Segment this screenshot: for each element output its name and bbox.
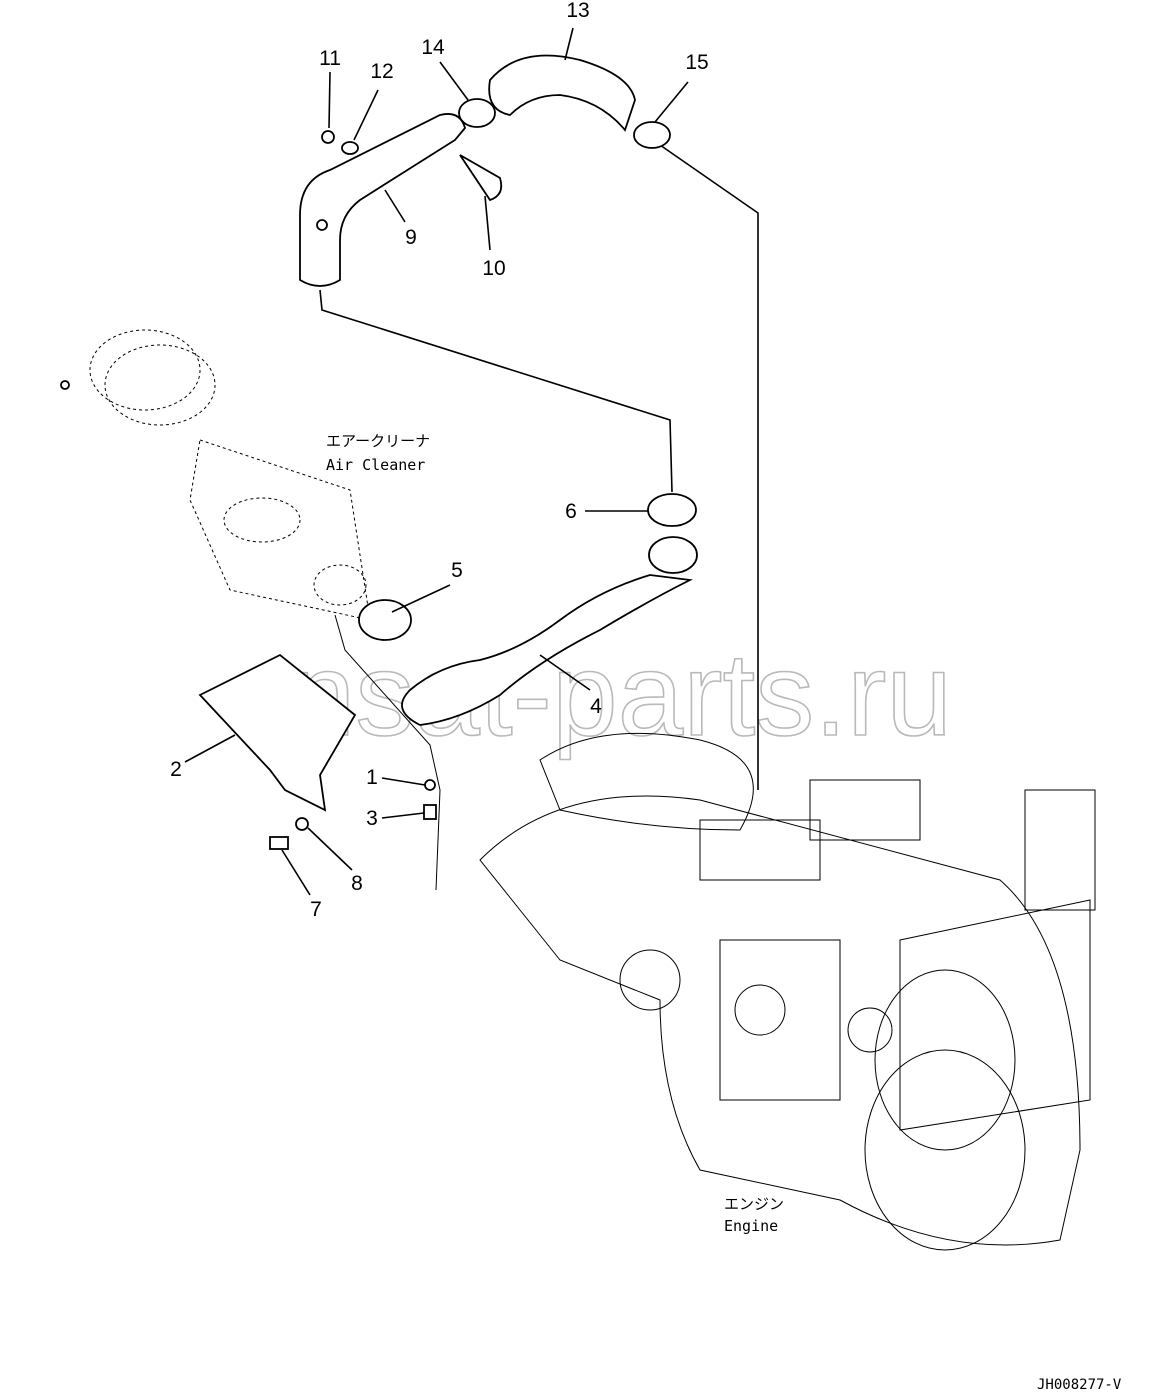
part-2-cover <box>198 653 357 812</box>
part-13-hose <box>488 54 636 132</box>
part-12-washer <box>341 141 359 155</box>
air-cleaner-label-en: Air Cleaner <box>326 456 425 474</box>
engine-label-en: Engine <box>724 1217 778 1235</box>
part-15-clamp <box>633 121 671 149</box>
part-9-pipe <box>299 113 466 287</box>
part-label-15: 15 <box>685 51 708 74</box>
drawing-code: JH008277-V <box>1037 1377 1122 1393</box>
part-label-13: 13 <box>566 0 589 22</box>
part-1-indicator <box>423 804 437 820</box>
part-label-5: 5 <box>451 559 463 582</box>
part-label-1: 1 <box>366 766 378 789</box>
part-7-bolt <box>269 836 289 850</box>
engine-label-jp: エンジン <box>724 1195 784 1213</box>
leader-lines <box>184 27 689 896</box>
engine <box>479 732 1096 1251</box>
part-4-pipe-end <box>648 536 698 574</box>
part-14-clamp <box>458 98 496 128</box>
part-label-4: 4 <box>590 695 602 718</box>
part-label-7: 7 <box>310 898 322 921</box>
part-label-11: 11 <box>319 47 341 70</box>
part-11-nut <box>321 130 335 144</box>
part-label-12: 12 <box>370 60 393 83</box>
connection-line-9-to-6 <box>319 289 673 493</box>
part-label-14: 14 <box>421 36 445 59</box>
part-label-8: 8 <box>351 872 363 895</box>
part-6-clamp <box>647 493 697 527</box>
connection-line-cleaner-to-1 <box>334 614 441 891</box>
connection-line-15-to-engine <box>659 144 759 790</box>
part-3-nut <box>424 779 436 791</box>
part-label-10: 10 <box>482 257 505 280</box>
air-cleaner-label-jp: エアークリーナ <box>326 432 430 450</box>
part-8-washer <box>295 817 309 831</box>
air-cleaner <box>60 329 371 621</box>
part-10-bracket <box>459 154 503 202</box>
part-label-9: 9 <box>405 226 417 249</box>
part-4-pipe <box>401 574 694 726</box>
part-label-6: 6 <box>565 500 577 523</box>
part-label-3: 3 <box>366 807 378 830</box>
part-label-2: 2 <box>170 758 182 781</box>
